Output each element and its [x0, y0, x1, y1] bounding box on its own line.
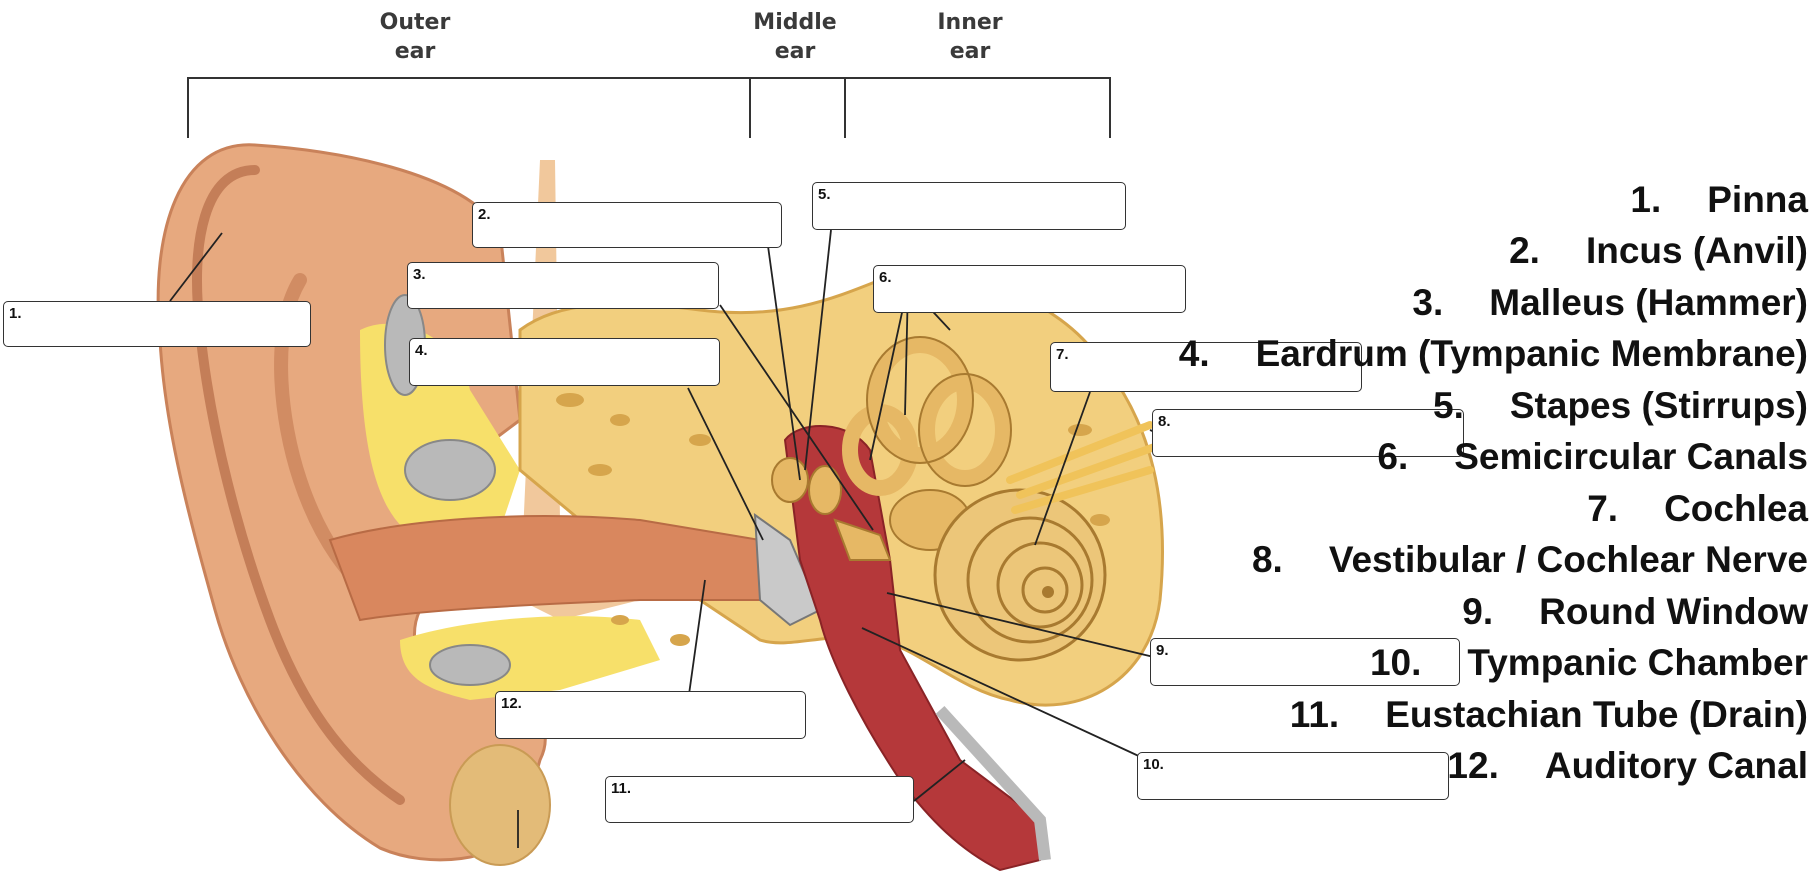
legend-item-10: 10. Tympanic Chamber: [868, 638, 1808, 690]
legend-text: Semicircular Canals: [1454, 436, 1808, 478]
legend-text: Stapes (Stirrups): [1510, 385, 1808, 427]
gray-tissue-2: [405, 440, 495, 500]
legend-number: 12.: [1447, 745, 1498, 787]
legend-number: 9.: [1462, 591, 1493, 633]
inner-ear-label: Inner ear: [925, 8, 1015, 66]
answer-key-legend: 1. Pinna 2. Incus (Anvil) 3. Malleus (Hamme…: [868, 174, 1808, 792]
legend-item-4: 4. Eardrum (Tympanic Membrane): [868, 329, 1808, 381]
legend-text: Eustachian Tube (Drain): [1385, 694, 1808, 736]
label-box-number: 5.: [818, 186, 831, 203]
legend-number: 10.: [1370, 642, 1421, 684]
legend-number: 3.: [1412, 282, 1443, 324]
legend-text: Auditory Canal: [1545, 745, 1808, 787]
legend-item-12: 12. Auditory Canal: [868, 741, 1808, 793]
legend-text: Vestibular / Cochlear Nerve: [1329, 539, 1808, 581]
label-box-number: 1.: [9, 305, 22, 322]
legend-item-3: 3. Malleus (Hammer): [868, 277, 1808, 329]
legend-text: Incus (Anvil): [1586, 230, 1808, 272]
legend-number: 4.: [1179, 333, 1210, 375]
legend-item-8: 8. Vestibular / Cochlear Nerve: [868, 535, 1808, 587]
legend-item-7: 7. Cochlea: [868, 483, 1808, 535]
legend-item-11: 11. Eustachian Tube (Drain): [868, 689, 1808, 741]
legend-item-6: 6. Semicircular Canals: [868, 432, 1808, 484]
legend-text: Round Window: [1539, 591, 1808, 633]
legend-text: Eardrum (Tympanic Membrane): [1256, 333, 1808, 375]
outer-ear-label: Outer ear: [370, 8, 460, 66]
label-box-4[interactable]: 4.: [409, 338, 720, 386]
legend-text: Cochlea: [1664, 488, 1808, 530]
label-box-12[interactable]: 12.: [495, 691, 806, 739]
earlobe: [450, 745, 550, 865]
legend-item-5: 5. Stapes (Stirrups): [868, 380, 1808, 432]
label-box-1[interactable]: 1.: [3, 301, 311, 347]
legend-text: Pinna: [1707, 179, 1808, 221]
legend-number: 2.: [1509, 230, 1540, 272]
legend-text: Malleus (Hammer): [1489, 282, 1808, 324]
label-box-number: 3.: [413, 266, 426, 283]
label-box-3[interactable]: 3.: [407, 262, 719, 309]
label-box-2[interactable]: 2.: [472, 202, 782, 248]
legend-number: 7.: [1587, 488, 1618, 530]
gray-tissue-3: [430, 645, 510, 685]
region-brackets: [188, 78, 1110, 138]
legend-text: Tympanic Chamber: [1467, 642, 1808, 684]
label-box-number: 12.: [501, 695, 522, 712]
label-box-number: 2.: [478, 206, 491, 223]
legend-number: 8.: [1252, 539, 1283, 581]
legend-number: 1.: [1630, 179, 1661, 221]
label-box-number: 11.: [611, 780, 631, 797]
legend-number: 5.: [1433, 385, 1464, 427]
legend-item-1: 1. Pinna: [868, 174, 1808, 226]
legend-number: 11.: [1290, 694, 1339, 736]
legend-item-9: 9. Round Window: [868, 586, 1808, 638]
label-box-number: 4.: [415, 342, 428, 359]
legend-number: 6.: [1377, 436, 1408, 478]
legend-item-2: 2. Incus (Anvil): [868, 226, 1808, 278]
middle-ear-label: Middle ear: [740, 8, 850, 66]
